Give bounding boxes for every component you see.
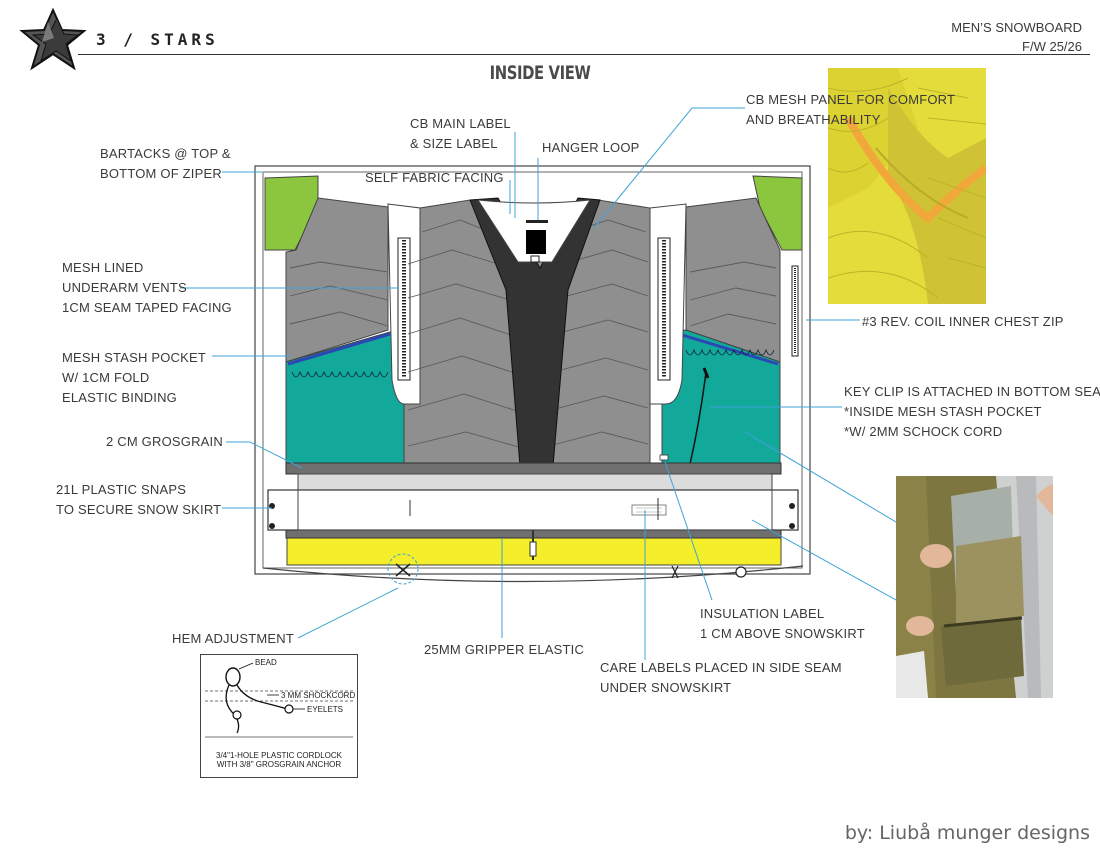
callout-insulation-label: INSULATION LABEL 1 CM ABOVE SNOWSKIRT xyxy=(700,604,865,644)
inset-caption-line1: 3/4"1-HOLE PLASTIC CORDLOCK xyxy=(216,751,342,760)
callout-self-fabric: SELF FABRIC FACING xyxy=(365,168,504,188)
plastic-snaps xyxy=(269,503,795,529)
right-side-panel xyxy=(685,197,781,363)
callout-insulation-label-line1: INSULATION LABEL xyxy=(700,606,825,621)
callout-snaps-line1: 21L PLASTIC SNAPS xyxy=(56,482,187,497)
hanger-loop xyxy=(526,220,548,223)
callout-care-labels: CARE LABELS PLACED IN SIDE SEAM UNDER SN… xyxy=(600,658,842,698)
inside-pocket-photo xyxy=(896,476,1053,698)
callout-snaps: 21L PLASTIC SNAPS TO SECURE SNOW SKIRT xyxy=(56,480,221,520)
brand-name: 3 / STARS xyxy=(96,30,219,49)
callout-mesh-panel-line1: CB MESH PANEL FOR COMFORT xyxy=(746,92,956,107)
callout-self-fabric-text: SELF FABRIC FACING xyxy=(365,170,504,185)
callout-grosgrain-text: 2 CM GROSGRAIN xyxy=(106,434,223,449)
callout-grosgrain: 2 CM GROSGRAIN xyxy=(106,432,223,452)
callout-care-labels-line2: UNDER SNOWSKIRT xyxy=(600,680,732,695)
snow-skirt-top xyxy=(297,473,773,491)
callout-main-label-line2: & SIZE LABEL xyxy=(410,136,498,151)
callout-hem-adjust: HEM ADJUSTMENT xyxy=(172,629,294,649)
key-clip-cord xyxy=(689,371,707,465)
main-label xyxy=(526,230,546,254)
hem-line xyxy=(262,565,804,583)
grosgrain-band xyxy=(285,462,782,475)
mesh-panel-photo xyxy=(828,68,986,304)
callout-bartacks-line1: BARTACKS @ TOP & xyxy=(100,146,231,161)
inset-caption: 3/4"1-HOLE PLASTIC CORDLOCK WITH 3/8" GR… xyxy=(201,751,357,769)
callout-main-label: CB MAIN LABEL & SIZE LABEL xyxy=(410,114,511,154)
callout-vents: MESH LINED UNDERARM VENTS 1CM SEAM TAPED… xyxy=(62,258,232,318)
callout-mesh-panel: CB MESH PANEL FOR COMFORT AND BREATHABIL… xyxy=(746,90,955,130)
callout-insulation-label-line2: 1 CM ABOVE SNOWSKIRT xyxy=(700,626,865,641)
callout-vents-line3: 1CM SEAM TAPED FACING xyxy=(62,300,232,315)
right-shoulder-green xyxy=(752,175,803,251)
callout-vents-line2: UNDERARM VENTS xyxy=(62,280,187,295)
designer-credit: by: Liubå munger designs xyxy=(844,822,1090,844)
callout-main-label-line1: CB MAIN LABEL xyxy=(410,116,511,131)
snow-skirt xyxy=(267,489,799,531)
inset-bead-label: BEAD xyxy=(255,658,277,667)
callout-gripper: 25MM GRIPPER ELASTIC xyxy=(424,640,584,660)
callout-snaps-line2: TO SECURE SNOW SKIRT xyxy=(56,502,222,517)
callout-care-labels-line1: CARE LABELS PLACED IN SIDE SEAM xyxy=(600,660,842,675)
callout-key-clip-line1: KEY CLIP IS ATTACHED IN BOTTOM SEAM xyxy=(844,384,1100,399)
insulation-label xyxy=(659,454,669,461)
page-title: INSIDE VIEW xyxy=(489,62,591,84)
callout-chest-zip: #3 REV. COIL INNER CHEST ZIP xyxy=(862,312,1064,332)
cordlock-diagram xyxy=(205,662,353,738)
star-logo-icon xyxy=(19,7,87,71)
collection-label: MEN’S SNOWBOARD F/W 25/26 xyxy=(951,18,1082,56)
callout-stash-pocket-line3: ELASTIC BINDING xyxy=(62,390,177,405)
callout-hem-adjust-text: HEM ADJUSTMENT xyxy=(172,631,294,646)
callout-chest-zip-text: #3 REV. COIL INNER CHEST ZIP xyxy=(862,314,1064,329)
callout-gripper-text: 25MM GRIPPER ELASTIC xyxy=(424,642,585,657)
care-labels xyxy=(631,504,667,516)
collection-line1: MEN’S SNOWBOARD xyxy=(951,20,1082,35)
callout-vents-line1: MESH LINED xyxy=(62,260,144,275)
header-rule xyxy=(78,54,1090,55)
inset-shockcord-label: 3 MM SHOCKCORD xyxy=(281,691,356,700)
callout-key-clip: KEY CLIP IS ATTACHED IN BOTTOM SEAM *INS… xyxy=(844,382,1100,442)
callout-stash-pocket-line2: W/ 1CM FOLD xyxy=(62,370,150,385)
callout-hanger-loop: HANGER LOOP xyxy=(542,138,640,158)
callout-hanger-loop-text: HANGER LOOP xyxy=(542,140,640,155)
callout-bartacks-line2: BOTTOM OF ZIPER xyxy=(100,166,222,181)
callout-stash-pocket-line1: MESH STASH POCKET xyxy=(62,350,207,365)
collection-season: F/W 25/26 xyxy=(1022,39,1082,54)
inset-eyelets-label: EYELETS xyxy=(307,705,344,714)
quilting-lines xyxy=(289,219,777,449)
callout-bartacks: BARTACKS @ TOP & BOTTOM OF ZIPER xyxy=(100,144,231,184)
callout-stash-pocket: MESH STASH POCKET W/ 1CM FOLD ELASTIC BI… xyxy=(62,348,206,408)
inset-caption-line2: WITH 3/8" GROSGRAIN ANCHOR xyxy=(216,760,342,769)
callout-key-clip-line2: *INSIDE MESH STASH POCKET xyxy=(844,404,1042,419)
callout-mesh-panel-line2: AND BREATHABILITY xyxy=(746,112,881,127)
hem-adjust-highlight xyxy=(387,553,419,585)
callout-key-clip-line3: *W/ 2MM SCHOCK CORD xyxy=(844,424,1003,439)
hem-adjust-inset: BEAD 3 MM SHOCKCORD EYELETS 3/4"1-HOLE P… xyxy=(200,654,358,778)
